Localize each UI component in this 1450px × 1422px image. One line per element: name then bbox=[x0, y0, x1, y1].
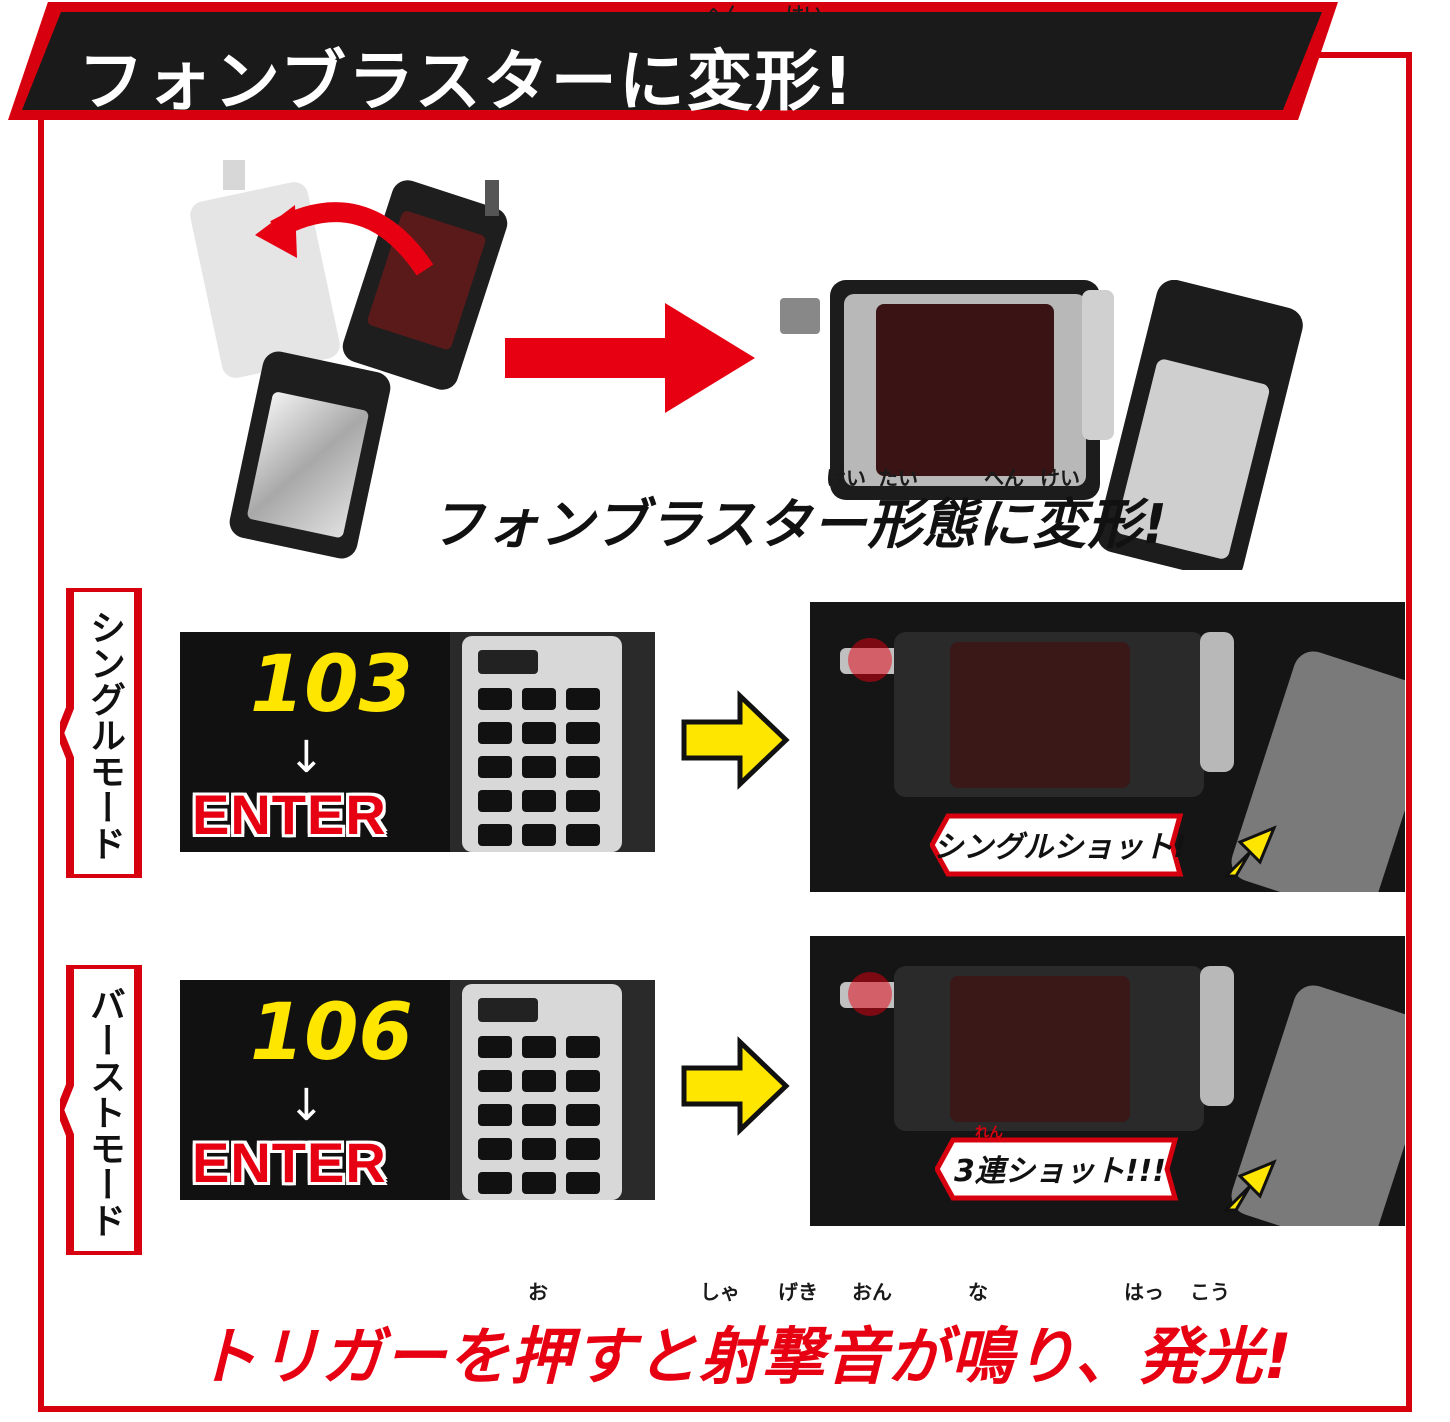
ruby-hen: へん bbox=[706, 4, 742, 25]
red-frame-corner bbox=[1406, 52, 1412, 126]
keypad-image-2 bbox=[450, 980, 655, 1200]
keypad-image bbox=[450, 632, 655, 852]
ruby-kei-2: けい bbox=[1040, 466, 1080, 490]
shot-text-burst: 3連ショット!!! bbox=[935, 1146, 1185, 1190]
mode-tab-single bbox=[60, 588, 142, 878]
hero-subtitle: フォンブラスター形態に変形! bbox=[430, 493, 1168, 556]
mode-label-single: シングルモード bbox=[84, 609, 125, 861]
result-panel-burst: 3連ショット!!! れん bbox=[810, 936, 1405, 1226]
yellow-arrow-icon-2 bbox=[681, 1036, 790, 1136]
small-arrow-icon-2 bbox=[1222, 1159, 1277, 1212]
page-title: フォンブラスターに変形! bbox=[78, 43, 855, 120]
shot-main-burst: 連ショット!!! bbox=[974, 1154, 1166, 1189]
ruby-hatsu: はっ bbox=[1124, 1280, 1164, 1304]
ruby-kei-1: けい bbox=[826, 466, 866, 490]
ruby-kei: けい bbox=[786, 4, 822, 25]
ruby-hen-2: へん bbox=[984, 466, 1024, 490]
enter-label-single: ENTER bbox=[192, 783, 387, 846]
phone-blaster-image bbox=[840, 632, 1405, 892]
result-panel-single: シングルショット! bbox=[810, 602, 1405, 892]
mode-tab-burst bbox=[60, 965, 142, 1255]
shot-badge-single: シングルショット! bbox=[930, 812, 1190, 878]
ruby-tai: たい bbox=[878, 466, 918, 490]
phone-open-image bbox=[780, 280, 1303, 570]
keypad-panel-single: 103 ↓ ENTER bbox=[180, 632, 655, 852]
ruby-on: おん bbox=[852, 1280, 892, 1304]
enter-label-burst: ENTER bbox=[192, 1131, 387, 1194]
ruby-kou: こう bbox=[1190, 1280, 1230, 1304]
shot-badge-burst: 3連ショット!!! れん bbox=[935, 1125, 1185, 1202]
transform-arrow-icon bbox=[505, 303, 755, 413]
shot-prefix-burst: 3 bbox=[954, 1154, 975, 1189]
yellow-arrow-icon bbox=[681, 690, 790, 790]
down-arrow-icon-2: ↓ bbox=[288, 1080, 325, 1131]
ruby-na: な bbox=[968, 1280, 988, 1304]
header-banner: フォンブラスターに変形! bbox=[8, 2, 1338, 120]
small-arrow-icon bbox=[1222, 825, 1277, 878]
footer-text: トリガーを押すと射撃音が鳴り、発光! bbox=[195, 1320, 1293, 1393]
phone-closed-image bbox=[190, 160, 508, 559]
red-frame bbox=[38, 120, 1412, 1412]
ruby-ren: れん bbox=[975, 1125, 1003, 1141]
phone-blaster-image-2 bbox=[840, 966, 1405, 1226]
code-single: 103 bbox=[250, 640, 413, 730]
code-burst: 106 bbox=[250, 988, 413, 1078]
ruby-o: お bbox=[528, 1280, 548, 1304]
mode-label-burst: バーストモード bbox=[84, 986, 125, 1238]
ruby-geki: げき bbox=[778, 1280, 818, 1304]
ruby-sha: しゃ bbox=[700, 1280, 740, 1304]
keypad-panel-burst: 106 ↓ ENTER bbox=[180, 980, 655, 1200]
shot-text-single: シングルショット! bbox=[933, 830, 1187, 865]
down-arrow-icon: ↓ bbox=[288, 732, 325, 783]
